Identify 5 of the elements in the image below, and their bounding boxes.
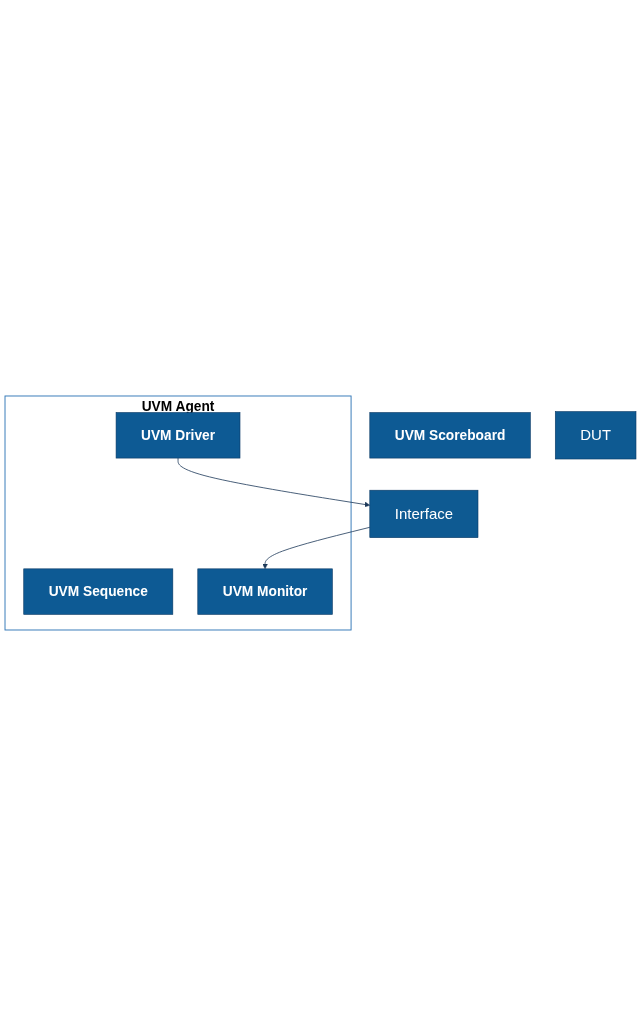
- node-box: UVM Monitor: [197, 568, 333, 615]
- node-box: UVM Sequence: [23, 568, 174, 615]
- node-box: DUT: [555, 410, 637, 459]
- node-box: UVM Scoreboard: [369, 411, 531, 458]
- node-box: Interface: [369, 489, 479, 538]
